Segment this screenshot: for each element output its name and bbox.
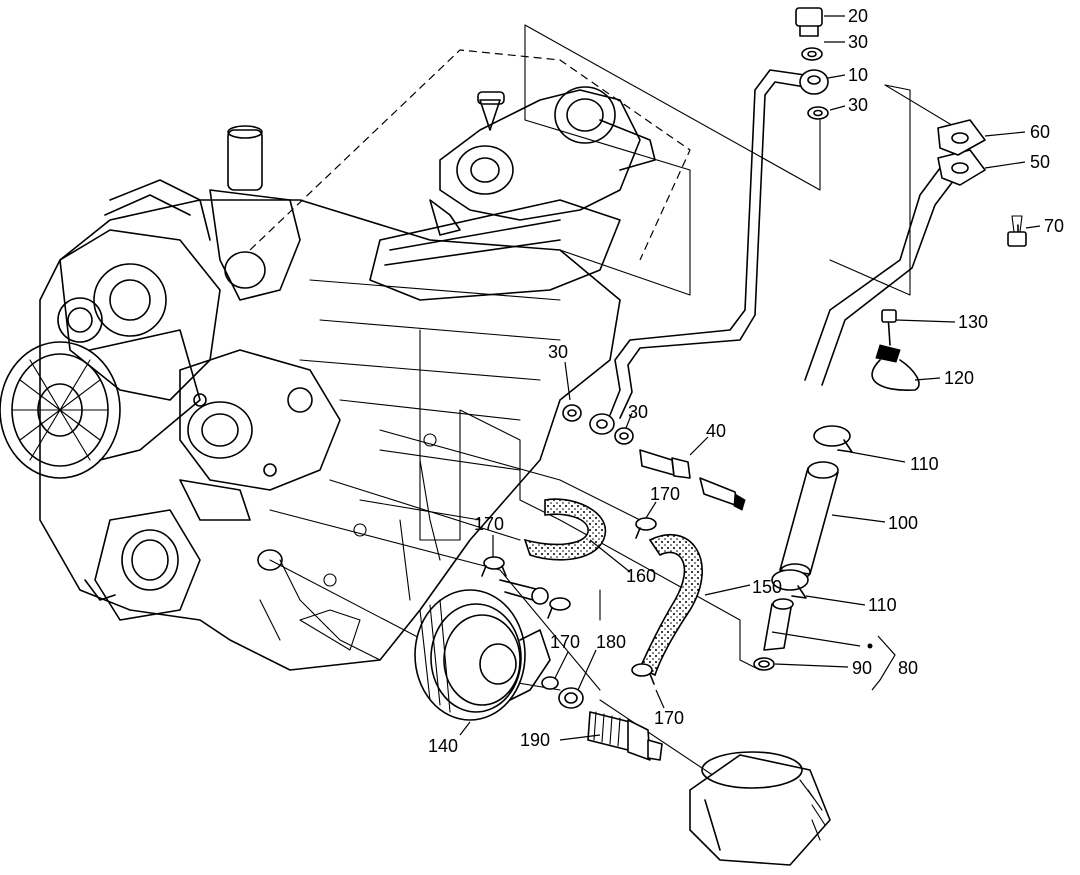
callout-140: 140 bbox=[428, 736, 458, 756]
hose-clamp-lower bbox=[771, 569, 809, 599]
cylinder-head bbox=[369, 199, 621, 301]
hose-clip-b bbox=[635, 517, 657, 539]
oil-cooler bbox=[414, 589, 551, 721]
hose-100 bbox=[779, 461, 839, 581]
callout-110-upper: 110 bbox=[910, 454, 939, 474]
callout-60: 60 bbox=[1030, 122, 1050, 142]
washers-bottom bbox=[562, 404, 634, 445]
hose-clip-a bbox=[481, 556, 507, 577]
return-fitting bbox=[753, 598, 794, 671]
projection-lines bbox=[269, 24, 961, 781]
callout-170-lower-left: 170 bbox=[550, 632, 580, 652]
callout-170-upper: 170 bbox=[650, 484, 680, 504]
oil-return-pipe bbox=[804, 119, 986, 386]
connector-pipe bbox=[499, 579, 549, 605]
callout-90: 90 bbox=[852, 658, 872, 678]
callout-30-mid-right: 30 bbox=[628, 402, 648, 422]
water-hose-150 bbox=[638, 534, 703, 677]
gasket-180 bbox=[541, 676, 584, 709]
callout-180: 180 bbox=[596, 632, 626, 652]
callout-40: 40 bbox=[706, 421, 726, 441]
callout-30-top-lower: 30 bbox=[848, 95, 868, 115]
bolt-70 bbox=[1007, 215, 1027, 247]
callout-170-left: 170 bbox=[474, 514, 504, 534]
hose-clip-c bbox=[547, 597, 571, 619]
hose-clip-d bbox=[631, 663, 655, 685]
callout-70: 70 bbox=[1044, 216, 1064, 236]
front-housing bbox=[179, 349, 341, 491]
oil-feed-pipe bbox=[589, 69, 829, 435]
banjo-bolt-sensor bbox=[639, 449, 746, 511]
callout-leaders bbox=[459, 15, 1041, 741]
engine-block bbox=[39, 49, 691, 671]
callout-30-mid-left: 30 bbox=[548, 342, 568, 362]
water-pump bbox=[57, 229, 221, 401]
water-hose-160 bbox=[523, 498, 607, 561]
callout-190: 190 bbox=[520, 730, 550, 750]
turbocharger bbox=[429, 86, 656, 236]
oil-filter bbox=[689, 751, 831, 866]
callout-170-lower-right: 170 bbox=[654, 708, 684, 728]
callout-110-lower: 110 bbox=[868, 595, 897, 615]
clamp-bolt bbox=[871, 309, 920, 391]
thermostat-housing bbox=[104, 125, 301, 301]
callout-labels: 20 30 10 30 60 50 70 130 120 30 30 40 11… bbox=[428, 6, 1064, 756]
bottom-outlet bbox=[84, 479, 283, 621]
callout-10: 10 bbox=[848, 65, 868, 85]
hose-clamp-upper bbox=[813, 425, 853, 453]
callout-120: 120 bbox=[944, 368, 974, 388]
callout-50: 50 bbox=[1030, 152, 1050, 172]
callout-130: 130 bbox=[958, 312, 988, 332]
callout-160: 160 bbox=[626, 566, 656, 586]
callout-80: 80 bbox=[898, 658, 918, 678]
callout-100: 100 bbox=[888, 513, 918, 533]
banjo-bolt-top bbox=[795, 7, 829, 120]
callout-30-top-upper: 30 bbox=[848, 32, 868, 52]
callout-20: 20 bbox=[848, 6, 868, 26]
fan-pulley bbox=[0, 329, 201, 479]
center-bolt-190 bbox=[587, 711, 663, 761]
callout-150: 150 bbox=[752, 577, 782, 597]
